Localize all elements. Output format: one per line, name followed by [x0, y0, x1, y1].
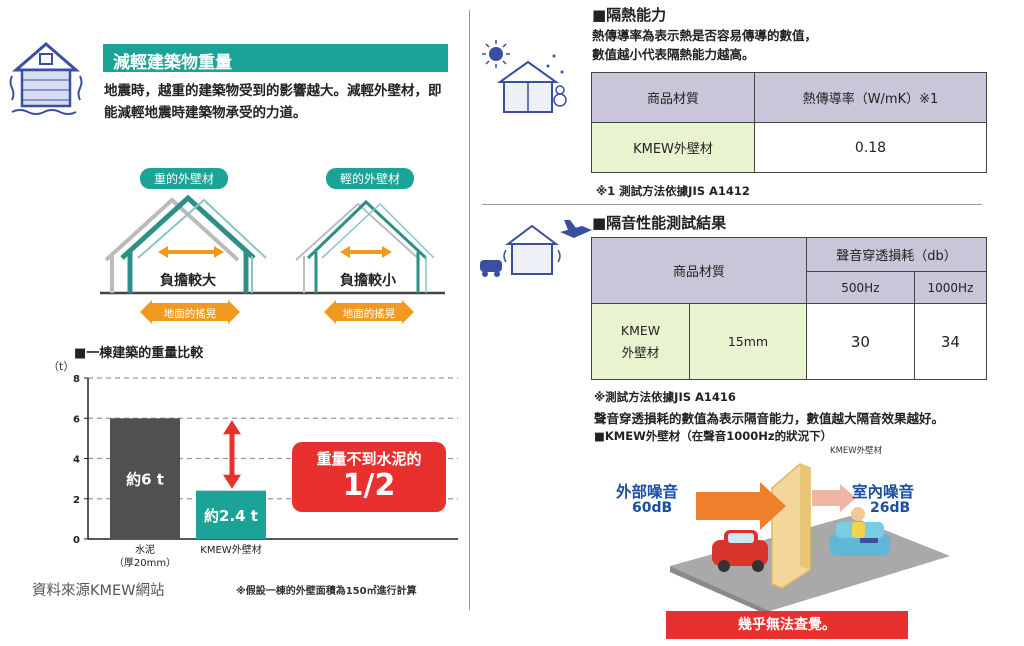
sound-table: 商品材質 聲音穿透損耗（db） 500Hz 1000Hz KMEW 外壁材 15… [591, 237, 988, 380]
half-weight-callout: 重量不到水泥的 1/2 [292, 442, 446, 512]
sound-title: ■隔音性能測試結果 [592, 214, 727, 232]
y-tick-label: 6 [73, 414, 80, 425]
outside-noise-value: 60dB [632, 500, 673, 516]
result-banner: 幾乎無法查覺。 [666, 611, 908, 639]
bar-value-label: 約6 t [126, 471, 164, 489]
bar-0 [110, 418, 180, 539]
column-divider [469, 10, 470, 610]
y-tick-label: 4 [73, 455, 80, 466]
sound-note-1: ※測試方法依據JIS A1416 [594, 390, 736, 404]
insulation-table: 商品材質 熱傳導率（W/mK）※1 KMEW外壁材 0.18 [591, 72, 987, 173]
insulation-desc-1: 熱傳導率為表示熱是否容易傳導的數值， [592, 28, 818, 43]
sound-col-loss: 聲音穿透損耗（db） [805, 237, 988, 272]
inside-noise-value: 26dB [870, 500, 911, 516]
callout-line1: 重量不到水泥的 [316, 450, 422, 468]
sound-freq-1000: 1000Hz [913, 271, 988, 304]
sound-freq-500: 500Hz [805, 271, 915, 304]
sound-material-line2: 外壁材 [621, 344, 660, 360]
insulation-value-cell: 0.18 [754, 122, 987, 173]
insulation-col-material: 商品材質 [591, 72, 755, 123]
light-wall-label: 輕的外壁材 [326, 168, 414, 189]
sound-value-1000: 34 [913, 303, 988, 380]
inside-noise-label: 室內噪音 [852, 483, 915, 501]
ground-shake-label-1: 地面的搖晃 [163, 308, 217, 320]
sound-value-500: 30 [805, 303, 915, 380]
section-divider [482, 204, 982, 205]
insulation-note: ※1 測試方法依據JIS A1412 [596, 184, 750, 198]
x-category-label: （厚20mm） [114, 557, 176, 569]
x-category-label: 水泥 [135, 543, 155, 556]
source-credit: 資料來源KMEW網站 [32, 583, 165, 599]
sound-thickness-cell: 15mm [689, 303, 807, 380]
difference-arrow-head-bottom [223, 474, 241, 489]
x-category-label: KMEW外壁材 [200, 543, 261, 556]
insulation-title: ■隔熱能力 [592, 6, 667, 24]
callout-line2: 1/2 [342, 468, 396, 503]
insulation-desc-2: 數值越小代表隔熱能力越高。 [592, 47, 755, 62]
insulation-material-cell: KMEW外壁材 [591, 122, 755, 173]
bar-1 [196, 490, 266, 539]
sound-illustration [670, 463, 950, 616]
insulation-col-conductivity: 熱傳導率（W/mK）※1 [754, 72, 987, 123]
bar-value-label: 約2.4 t [204, 507, 258, 525]
house-comparison-diagram [100, 194, 445, 324]
sound-col-material: 商品材質 [591, 237, 807, 304]
heavy-load-label: 負擔較大 [160, 273, 216, 289]
sound-note-2: 聲音穿透損耗的數值為表示隔音能力，數值越大隔音效果越好。 [594, 411, 945, 426]
wall-label: KMEW外壁材 [830, 446, 883, 456]
y-axis-label: （t） [48, 360, 74, 373]
weight-paragraph: 地震時，越重的建築物受到的影響越大。減輕外壁材，即能減輕地震時建築物承受的力道。 [104, 83, 442, 121]
outside-noise-label: 外部噪音 [616, 483, 679, 501]
earthquake-house-icon [9, 42, 83, 115]
sound-note-3: ■KMEW外壁材（在聲音1000Hz的狀況下） [594, 429, 833, 443]
difference-arrow-head-top [223, 420, 241, 435]
y-tick-label: 8 [73, 374, 80, 385]
y-tick-label: 2 [73, 495, 80, 506]
y-tick-label: 0 [73, 535, 80, 546]
soundproof-house-icon [480, 220, 592, 277]
heavy-wall-label: 重的外壁材 [140, 168, 228, 189]
ground-shake-label-2: 地面的搖晃 [342, 308, 396, 320]
section-heading-weight: 減輕建築物重量 [103, 44, 448, 73]
sound-material-line1: KMEW [620, 322, 661, 338]
area-footnote: ※假設一棟的外壁面積為150㎡進行計算 [236, 586, 417, 597]
sound-material-cell: KMEW 外壁材 [591, 303, 690, 380]
insulation-house-icon [482, 40, 567, 113]
chart-title: ■一棟建築的重量比較 [74, 346, 204, 361]
light-load-label: 負擔較小 [340, 273, 396, 289]
